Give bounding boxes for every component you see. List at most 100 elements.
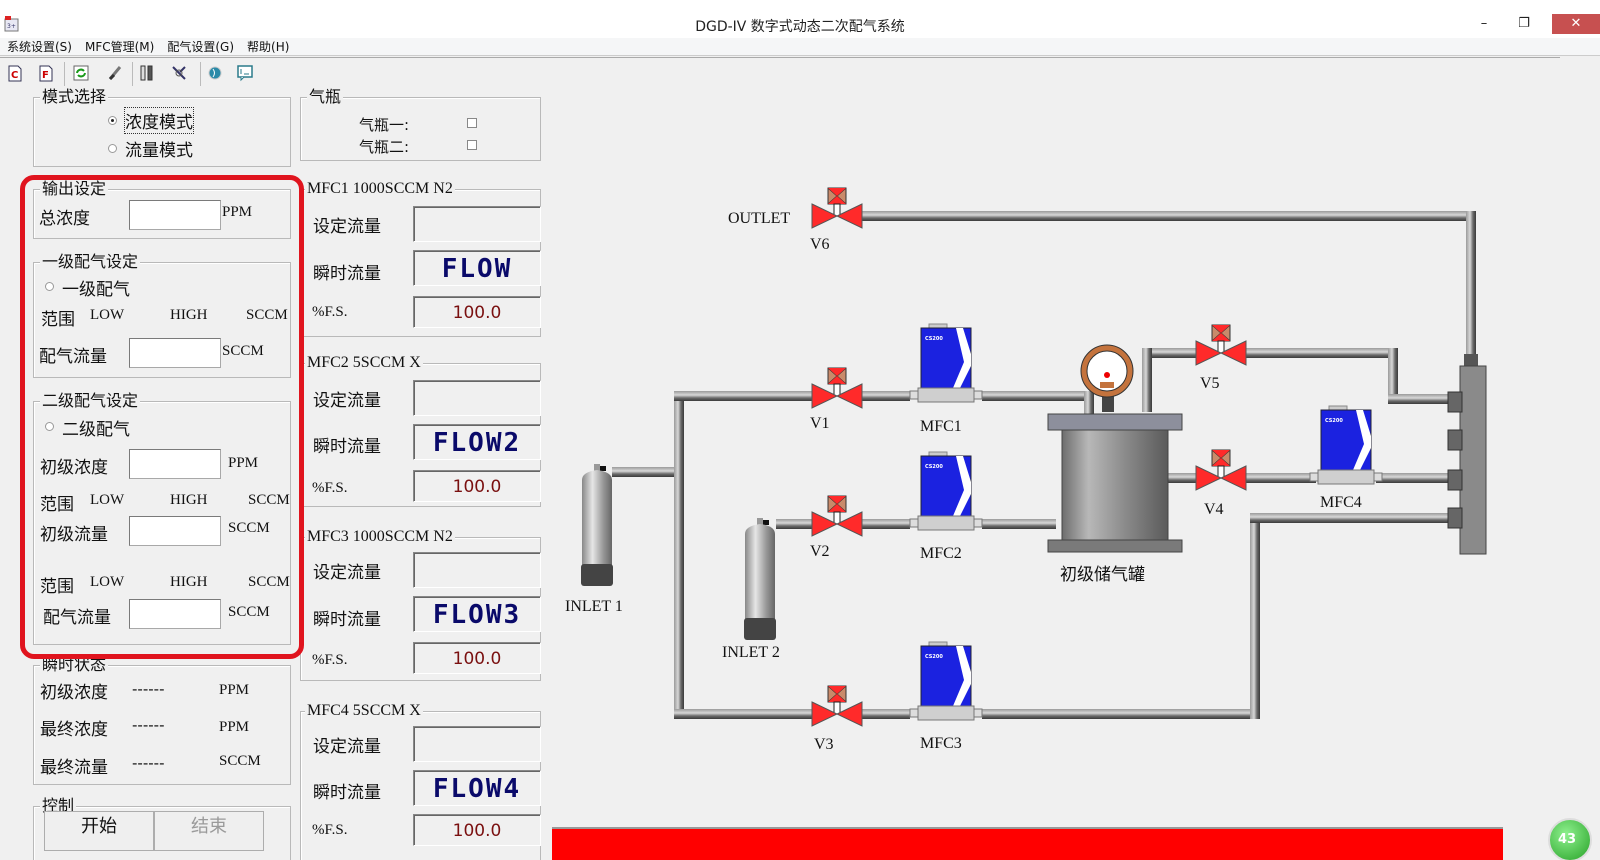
concentration-mode-radio[interactable] [108, 116, 117, 125]
menu-help[interactable]: 帮助(H) [247, 40, 290, 54]
stage2-range2-low: LOW [90, 574, 125, 590]
restore-button[interactable]: ❐ [1518, 16, 1530, 31]
svg-text:C: C [11, 70, 18, 81]
flow-mode-label[interactable]: 流量模式 [125, 141, 193, 161]
mfc2-set-flow-input[interactable] [413, 380, 541, 416]
stage1-flow-input[interactable] [129, 338, 221, 368]
status-init-conc-unit: PPM [219, 682, 250, 698]
cylinder-2-label: 气瓶二: [359, 138, 410, 156]
minimize-button[interactable]: – [1480, 16, 1488, 31]
mfc2-fs-label: %F.S. [312, 480, 348, 496]
stage2-group-title: 二级配气设定 [40, 391, 141, 410]
toolbar-separator [132, 62, 133, 86]
mfc4-title: MFC4 5SCCM X [305, 702, 423, 720]
mfc4-fs-value: 100.0 [413, 814, 541, 846]
flow-mode-radio[interactable] [108, 144, 117, 153]
refresh-icon[interactable] [72, 64, 90, 82]
mfc1-fs-value: 100.0 [413, 296, 541, 328]
stage2-init-conc-label: 初级浓度 [40, 458, 108, 478]
status-final-flow-unit: SCCM [219, 753, 261, 769]
stage2-init-flow-input[interactable] [129, 516, 221, 546]
progress-bar [552, 827, 1503, 860]
menu-system-settings[interactable]: 系统设置(S) [7, 40, 72, 54]
stage2-init-flow-label: 初级流量 [40, 525, 108, 545]
v5-label: V5 [1200, 375, 1220, 392]
stage1-group: 一级配气设定 一级配气 范围 LOW HIGH SCCM 配气流量 SCCM [33, 253, 291, 378]
pipes [612, 211, 1476, 719]
stage2-init-conc-input[interactable] [129, 449, 221, 479]
mfc3-instant-flow-display: FLOW3 [413, 596, 541, 632]
total-concentration-unit: PPM [222, 204, 253, 220]
toolbar-separator [200, 62, 201, 86]
mfc4-device-icon[interactable] [1309, 405, 1383, 485]
status-final-flow-label: 最终流量 [40, 758, 108, 778]
valve-v4-icon[interactable] [1195, 449, 1247, 491]
stage1-range-unit: SCCM [246, 307, 288, 323]
stop-button[interactable]: 结束 [154, 811, 264, 851]
menu-mfc-management[interactable]: MFC管理(M) [84, 40, 155, 54]
status-group: 瞬时状态 初级浓度 ------ PPM 最终浓度 ------ PPM 最终流… [33, 656, 291, 785]
stage1-radio[interactable] [45, 282, 54, 291]
output-group: 输出设定 总浓度 PPM [33, 180, 291, 239]
disconnect-icon[interactable] [170, 64, 188, 82]
stage2-flow-label: 配气流量 [43, 608, 111, 628]
cylinder-1-checkbox[interactable] [467, 118, 477, 128]
mfc3-set-flow-input[interactable] [413, 552, 541, 588]
inlet1-label: INLET 1 [565, 598, 623, 615]
close-button[interactable]: ✕ [1552, 14, 1600, 34]
svg-text:3+: 3+ [7, 23, 16, 30]
mfc4-set-flow-label: 设定流量 [313, 737, 381, 757]
total-concentration-input[interactable] [129, 200, 221, 230]
stage2-flow-unit: SCCM [228, 604, 270, 620]
c-document-icon[interactable]: C [6, 64, 24, 82]
concentration-mode-label[interactable]: 浓度模式 [124, 107, 194, 134]
stage1-range-low: LOW [90, 307, 125, 323]
chat-icon[interactable] [236, 64, 254, 82]
mfc1-title: MFC1 1000SCCM N2 [305, 180, 455, 198]
mfc3-fs-value: 100.0 [413, 642, 541, 674]
mfc4-set-flow-input[interactable] [413, 726, 541, 762]
mfc2-device-icon[interactable] [909, 451, 983, 531]
valve-v3-icon[interactable] [811, 685, 863, 727]
toolbar: C F [0, 57, 1560, 87]
mfc1-set-flow-input[interactable] [413, 206, 541, 242]
valve-v5-icon[interactable] [1195, 324, 1247, 366]
stage2-flow-input[interactable] [129, 599, 221, 629]
connect-icon[interactable] [106, 64, 124, 82]
f-document-icon[interactable]: F [37, 64, 55, 82]
mfc3-set-flow-label: 设定流量 [313, 563, 381, 583]
valve-v1-icon[interactable] [811, 367, 863, 409]
menu-gas-settings[interactable]: 配气设置(G) [167, 40, 235, 54]
inlet2-label: INLET 2 [722, 644, 780, 661]
mfc2-title: MFC2 5SCCM X [305, 354, 423, 372]
stage2-range-high: HIGH [170, 492, 208, 508]
mode-group-title: 模式选择 [40, 87, 109, 106]
inlet2-cylinder-icon [744, 518, 776, 640]
mfc2-fs-value: 100.0 [413, 470, 541, 502]
valve-v6-icon[interactable] [811, 187, 863, 229]
mfc4-instant-flow-label: 瞬时流量 [313, 783, 381, 803]
process-diagram: CS200 [565, 187, 1487, 753]
mfc3-device-icon[interactable] [909, 641, 983, 721]
control-group-title: 控制 [40, 796, 77, 815]
v3-label: V3 [814, 736, 834, 753]
mfc4-group: MFC4 5SCCM X 设定流量 瞬时流量 FLOW4 %F.S. 100.0 [300, 702, 541, 860]
stage2-radio-label[interactable]: 二级配气 [62, 420, 130, 440]
valve-v2-icon[interactable] [811, 495, 863, 537]
status-badge[interactable]: 43 [1548, 818, 1592, 860]
stage2-group: 二级配气设定 二级配气 初级浓度 PPM 范围 LOW HIGH SCCM 初级… [33, 392, 291, 645]
pressure-gauge-icon [1080, 344, 1134, 412]
mfc1-device-icon[interactable] [909, 323, 983, 403]
stage1-radio-label[interactable]: 一级配气 [62, 280, 130, 300]
status-init-conc-value: ------ [132, 680, 165, 698]
cylinder-2-checkbox[interactable] [467, 140, 477, 150]
mfc3-group: MFC3 1000SCCM N2 设定流量 瞬时流量 FLOW3 %F.S. 1… [300, 528, 541, 681]
stage2-radio[interactable] [45, 422, 54, 431]
columns-icon[interactable] [138, 64, 156, 82]
svg-text:F: F [42, 70, 49, 81]
globe-icon[interactable] [206, 64, 224, 82]
cylinder-group-title: 气瓶 [307, 87, 344, 106]
start-button[interactable]: 开始 [44, 811, 154, 851]
title-bar: 3+ DGD-IV 数字式动态二次配气系统 – ❐ ✕ [0, 0, 1600, 40]
mode-group: 模式选择 浓度模式 流量模式 [33, 88, 291, 167]
